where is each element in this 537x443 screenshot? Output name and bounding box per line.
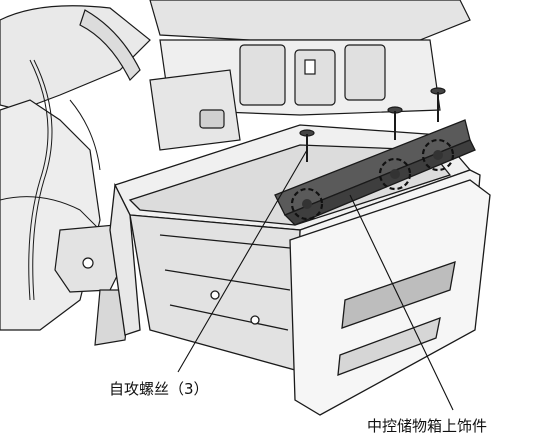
trim-callout-label: 中控储物箱上饰件 bbox=[367, 417, 488, 435]
side-bracket bbox=[54, 224, 131, 346]
wire-harness bbox=[0, 59, 111, 301]
screw-hole bbox=[302, 150, 443, 209]
screw bbox=[430, 87, 446, 122]
screw bbox=[387, 106, 403, 140]
screws-callout-label: 自攻螺丝（3） bbox=[109, 380, 209, 398]
screw-hole-highlight bbox=[290, 138, 455, 221]
screw bbox=[299, 129, 315, 162]
leader-line-trim bbox=[349, 194, 454, 411]
leader-line-screws bbox=[177, 149, 308, 373]
dashboard-background bbox=[0, 0, 471, 331]
